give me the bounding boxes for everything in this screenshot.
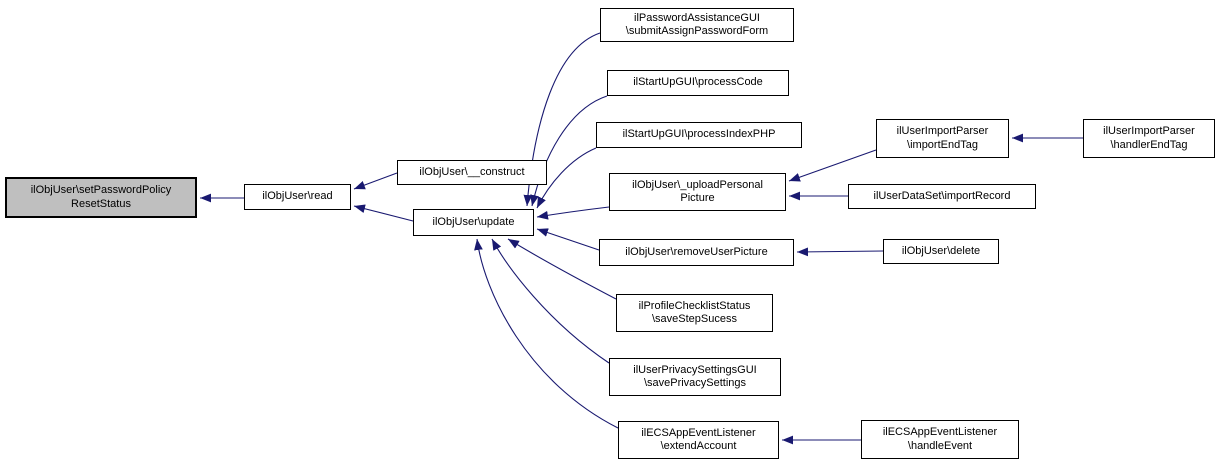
node-ilobjuser-construct[interactable]: ilObjUser\__construct — [397, 160, 547, 185]
edge-removeuserpicture-to-update — [536, 228, 600, 251]
node-ilstartupgui-processindexphp[interactable]: ilStartUpGUI\processIndexPHP — [596, 122, 802, 148]
node-iluserprivacysettingsgui-saveprivacysettings[interactable]: ilUserPrivacySettingsGUI \savePrivacySet… — [609, 358, 781, 396]
node-ilprofilecheckliststatus-savestepsucess[interactable]: ilProfileChecklistStatus \saveStepSucess — [616, 294, 773, 332]
edge-update-to-read — [353, 204, 414, 222]
edge-savestepsucess-to-update — [507, 238, 617, 300]
node-iluserimportparser-importendtag[interactable]: ilUserImportParser \importEndTag — [876, 119, 1009, 158]
node-ilobjuser-update[interactable]: ilObjUser\update — [413, 209, 534, 236]
edge-uploadpersonalpicture-to-update — [536, 206, 610, 220]
node-ilpasswordassistancegui-submitassignpasswordform[interactable]: ilPasswordAssistanceGUI \submitAssignPas… — [600, 8, 794, 42]
node-ilstartupgui-processcode[interactable]: ilStartUpGUI\processCode — [607, 70, 789, 96]
edge-extendaccount-to-update — [474, 238, 619, 429]
node-ilecsappeventlistener-extendaccount[interactable]: ilECSAppEventListener \extendAccount — [618, 421, 779, 459]
edge-saveprivacysettings-to-update — [491, 238, 610, 364]
edge-construct-to-read — [353, 172, 398, 190]
edge-processindexphp-to-update — [536, 147, 597, 209]
node-ilobjuser-delete[interactable]: ilObjUser\delete — [883, 239, 999, 264]
node-ilobjuser-uploadpersonalpicture[interactable]: ilObjUser\_uploadPersonal Picture — [609, 173, 786, 211]
node-ilobjuser-removeuserpicture[interactable]: ilObjUser\removeUserPicture — [599, 239, 794, 266]
edge-importendtag-to-uploadpersonalpicture — [788, 149, 877, 182]
node-iluserdataset-importrecord[interactable]: ilUserDataSet\importRecord — [848, 184, 1036, 209]
node-ilecsappeventlistener-handleevent[interactable]: ilECSAppEventListener \handleEvent — [861, 420, 1019, 459]
node-ilobjuser-setpasswordpolicyresetstatus: ilObjUser\setPasswordPolicy ResetStatus — [5, 177, 197, 218]
node-iluserimportparser-handlerendtag[interactable]: ilUserImportParser \handlerEndTag — [1083, 119, 1215, 158]
node-ilobjuser-read[interactable]: ilObjUser\read — [244, 184, 351, 210]
edge-processcode-to-update — [530, 95, 608, 207]
edge-delete-to-removeuserpicture — [796, 247, 884, 257]
